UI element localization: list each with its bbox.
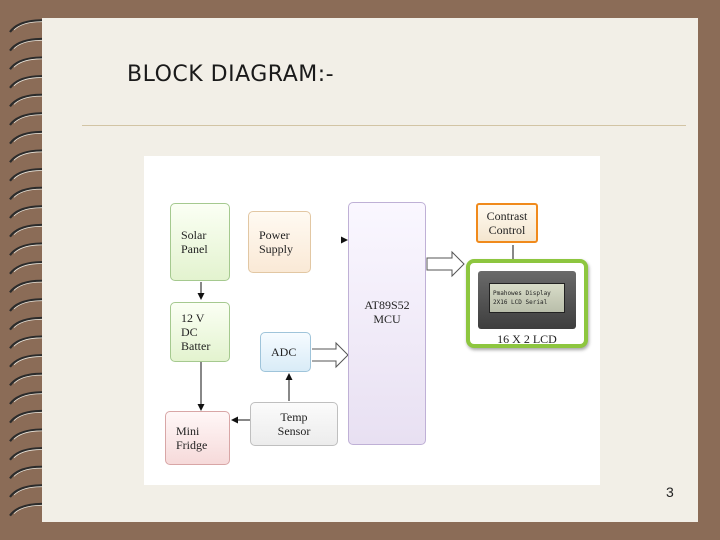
battery-block: 12 V DC Batter xyxy=(170,302,230,362)
mini-fridge-block: Mini Fridge xyxy=(165,411,230,465)
contrast-control-label: Contrast Control xyxy=(486,209,528,237)
adc-block: ADC xyxy=(260,332,311,372)
solar-panel-block: Solar Panel xyxy=(170,203,230,281)
mcu-label: AT89S52 MCU xyxy=(364,298,410,326)
battery-label: 12 V DC Batter xyxy=(181,311,211,353)
temp-sensor-block: Temp Sensor xyxy=(250,402,338,446)
lcd-block: Pmahowes Display 2X16 LCD Serial 16 X 2 … xyxy=(466,259,588,348)
adc-label: ADC xyxy=(271,345,297,359)
temp-sensor-label: Temp Sensor xyxy=(277,410,311,438)
page-number: 3 xyxy=(666,484,674,500)
lcd-label: 16 X 2 LCD xyxy=(497,332,557,346)
bus-arrow-mcu-to-lcd xyxy=(426,250,465,278)
slide-title: BLOCK DIAGRAM:- xyxy=(127,62,335,87)
lcd-module-image: Pmahowes Display 2X16 LCD Serial xyxy=(478,271,576,329)
lcd-line-1: Pmahowes Display xyxy=(493,290,551,297)
solar-panel-label: Solar Panel xyxy=(181,228,208,256)
lcd-screen: Pmahowes Display 2X16 LCD Serial xyxy=(489,283,565,313)
power-supply-label: Power Supply xyxy=(259,228,294,256)
power-supply-block: Power Supply xyxy=(248,211,311,273)
mini-fridge-label: Mini Fridge xyxy=(176,424,208,452)
mcu-block: AT89S52 MCU xyxy=(348,202,426,445)
bus-arrow-adc-to-mcu xyxy=(312,341,349,369)
contrast-control-block: Contrast Control xyxy=(476,203,538,243)
diagram-connectors xyxy=(197,236,517,424)
block-diagram-figure: Solar Panel Power Supply 12 V DC Batter … xyxy=(144,156,600,485)
lcd-line-2: 2X16 LCD Serial xyxy=(493,299,548,306)
title-divider xyxy=(82,125,686,126)
